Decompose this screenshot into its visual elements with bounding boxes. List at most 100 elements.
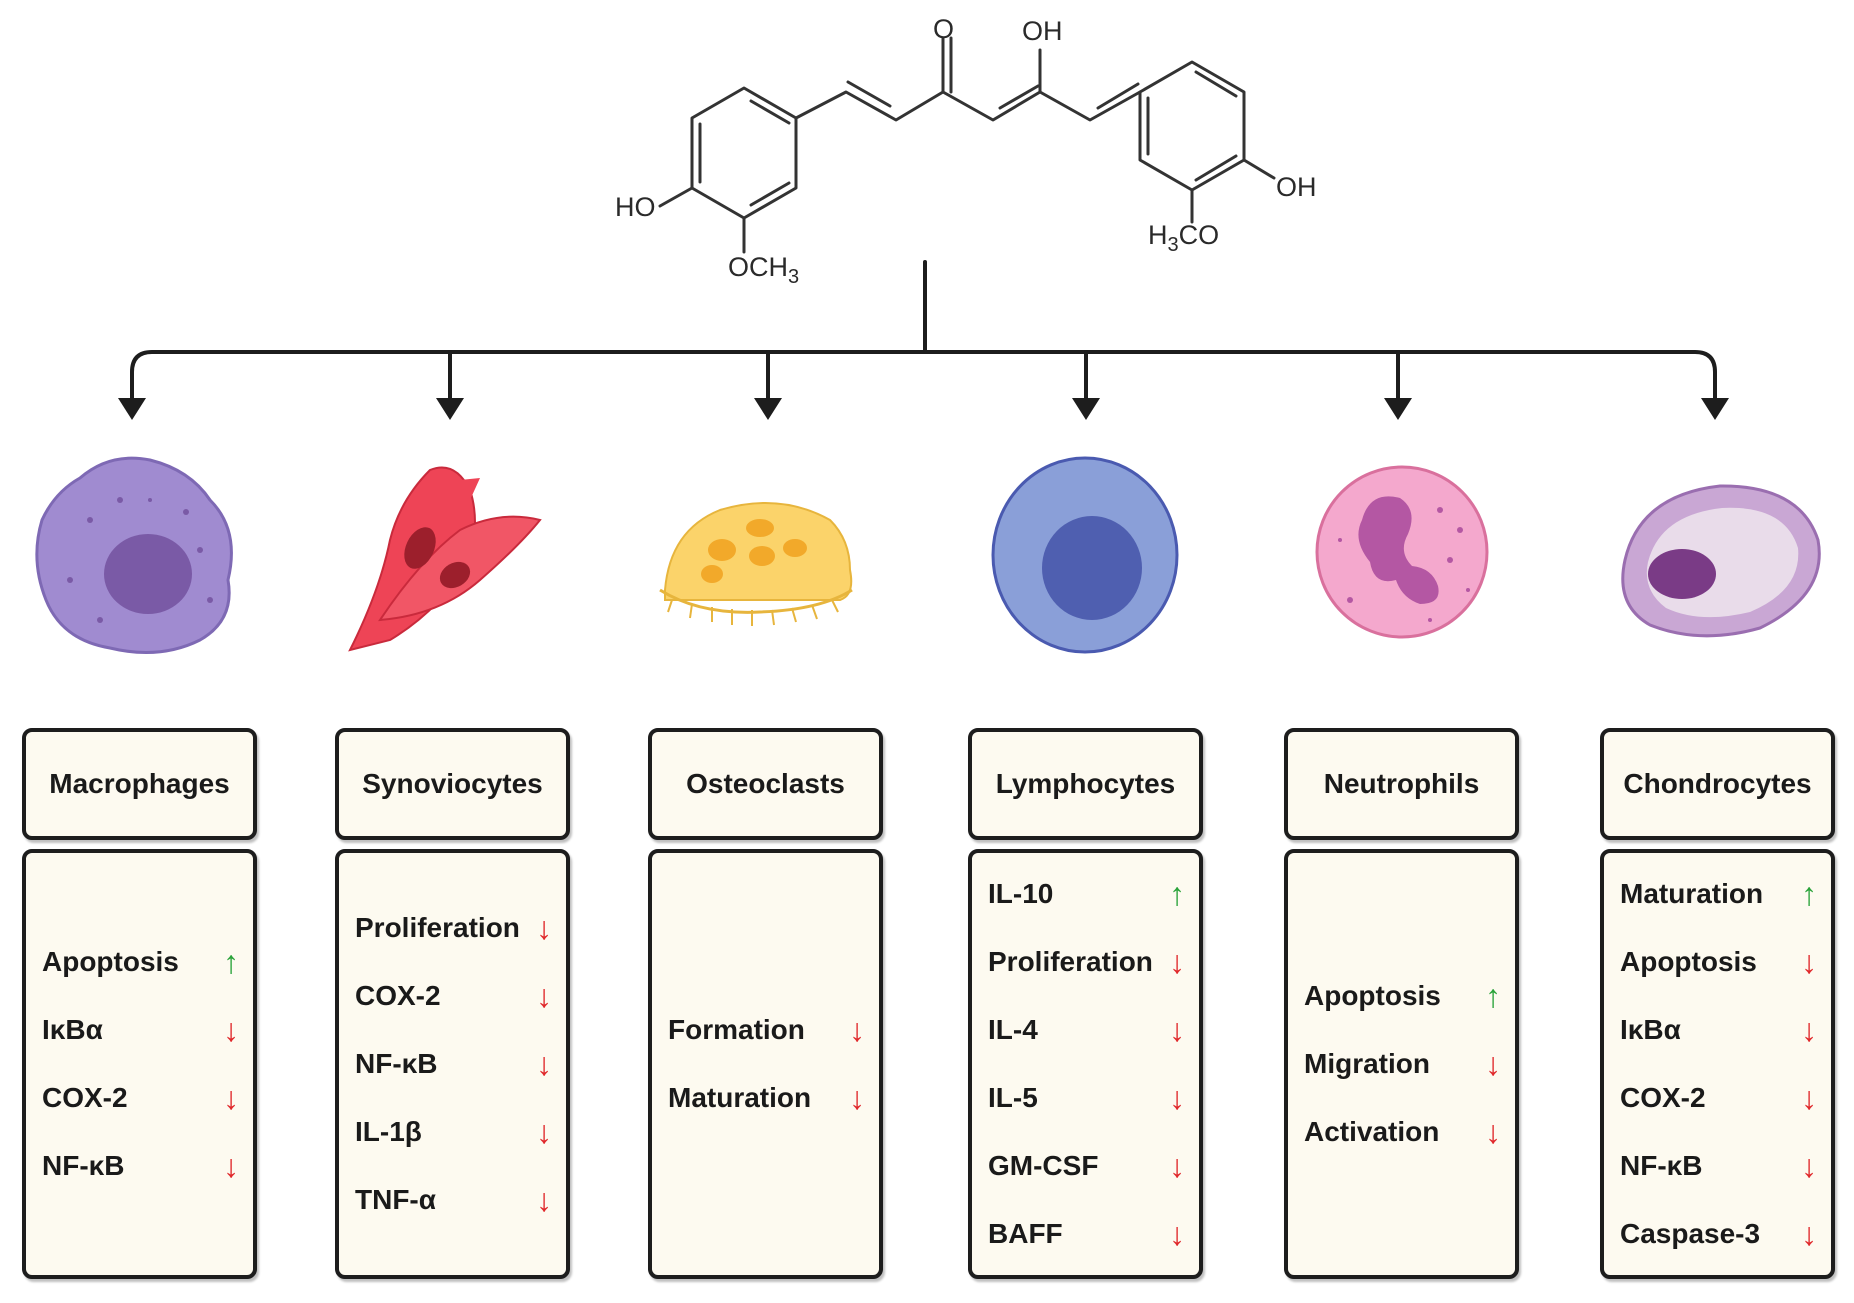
effect-label: Maturation — [668, 1082, 812, 1113]
cell-title-box: Chondrocytes — [1600, 728, 1835, 840]
branch-arrowheads — [118, 398, 1729, 420]
down-arrow-icon: ↓ — [1801, 1216, 1817, 1252]
effects-list: Apoptosis↑Migration↓Activation↓ — [1284, 849, 1519, 1279]
ketone-o-label: O — [933, 14, 954, 44]
down-arrow-icon: ↓ — [1169, 1148, 1185, 1184]
effect-label: Apoptosis — [1620, 946, 1757, 977]
effect-item: Maturation ↓ — [668, 1064, 865, 1132]
effects-list: Apoptosis↑IκBα↓COX-2↓NF-κB↓ — [22, 849, 257, 1279]
macrophage-cell-icon — [35, 456, 233, 654]
down-arrow-icon: ↓ — [1169, 1080, 1185, 1116]
down-arrow-icon: ↓ — [849, 1012, 865, 1048]
effect-item: Apoptosis ↓ — [1620, 928, 1817, 996]
effect-label: Apoptosis — [42, 946, 179, 977]
right-hydroxyl-label: OH — [1276, 172, 1317, 202]
effects-list: Formation ↓ Maturation ↓ — [648, 849, 883, 1279]
branch-connector — [130, 260, 1717, 402]
down-arrow-icon: ↓ — [223, 1080, 239, 1116]
chondrocyte-cell-icon — [1621, 484, 1821, 638]
effect-label: COX-2 — [355, 980, 441, 1011]
synoviocyte-cell-icon — [348, 466, 542, 652]
effect-item: Formation ↓ — [668, 996, 865, 1064]
effect-item: NF-κB↓ — [355, 1030, 552, 1098]
down-arrow-icon: ↓ — [849, 1080, 865, 1116]
effect-item: NF-κB↓ — [1620, 1132, 1817, 1200]
effect-item: Maturation ↑ — [1620, 860, 1817, 928]
curcumin-structure — [658, 36, 1276, 254]
neutrophil-cell-icon — [1315, 465, 1489, 639]
effect-item: IL-4 ↓ — [988, 996, 1185, 1064]
cell-title: Neutrophils — [1323, 768, 1480, 799]
lymphocyte-cell-icon — [991, 456, 1179, 654]
effect-label: Formation — [668, 1014, 805, 1045]
effect-item: COX-2 ↓ — [355, 962, 552, 1030]
effect-label: COX-2 — [1620, 1082, 1706, 1113]
effect-item: NF-κB ↓ — [42, 1132, 239, 1200]
effect-item: Apoptosis ↑ — [42, 928, 239, 996]
effect-label: IL-1β — [355, 1116, 422, 1147]
down-arrow-icon: ↓ — [1801, 944, 1817, 980]
effect-item: TNF-α ↓ — [355, 1166, 552, 1234]
effect-label: IL-10 — [988, 878, 1054, 909]
effect-label: NF-κB — [355, 1048, 438, 1079]
cell-title-box: Neutrophils — [1284, 728, 1519, 840]
arrowhead-osteoclasts — [754, 398, 782, 420]
effect-item: IL-1β↓ — [355, 1098, 552, 1166]
cell-title-box: Lymphocytes — [968, 728, 1203, 840]
effect-item: BAFF ↓ — [988, 1200, 1185, 1268]
osteoclast-cell-icon — [659, 501, 853, 626]
enol-oh-label: OH — [1022, 16, 1063, 46]
down-arrow-icon: ↓ — [1169, 1012, 1185, 1048]
down-arrow-icon: ↓ — [1169, 1216, 1185, 1252]
up-arrow-icon: ↑ — [223, 944, 239, 980]
down-arrow-icon: ↓ — [1801, 1012, 1817, 1048]
effect-item: COX-2 ↓ — [1620, 1064, 1817, 1132]
effect-label: NF-κB — [1620, 1150, 1703, 1181]
effect-item: GM-CSF ↓ — [988, 1132, 1185, 1200]
up-arrow-icon: ↑ — [1801, 876, 1817, 912]
effect-item: COX-2↓ — [42, 1064, 239, 1132]
effect-label: Activation — [1304, 1116, 1440, 1147]
effects-list: IL-10↑Proliferation↓IL-4↓IL-5↓GM-CSF↓BAF… — [968, 849, 1203, 1279]
effect-item: IκBα↓ — [1620, 996, 1817, 1064]
effect-label: GM-CSF — [988, 1150, 1099, 1181]
down-arrow-icon: ↓ — [1485, 1114, 1501, 1150]
up-arrow-icon: ↑ — [1485, 978, 1501, 1014]
cell-title-box: Osteoclasts — [648, 728, 883, 840]
effect-label: Maturation — [1620, 878, 1764, 909]
effect-label: Caspase-3 — [1620, 1218, 1761, 1249]
effect-label: IκBα — [42, 1014, 103, 1045]
effect-item: Proliferation↓ — [355, 894, 552, 962]
cell-title-box: Synoviocytes — [335, 728, 570, 840]
cell-title: Chondrocytes — [1623, 768, 1812, 799]
effect-label: Migration — [1304, 1048, 1430, 1079]
effect-label: BAFF — [988, 1218, 1063, 1249]
arrowhead-synoviocytes — [436, 398, 464, 420]
effect-item: Proliferation↓ — [988, 928, 1185, 996]
up-arrow-icon: ↑ — [1169, 876, 1185, 912]
down-arrow-icon: ↓ — [1801, 1080, 1817, 1116]
effect-item: Caspase-3 ↓ — [1620, 1200, 1817, 1268]
down-arrow-icon: ↓ — [536, 1182, 552, 1218]
effect-label: IL-4 — [988, 1014, 1038, 1045]
down-arrow-icon: ↓ — [536, 910, 552, 946]
effect-label: Apoptosis — [1304, 980, 1441, 1011]
down-arrow-icon: ↓ — [536, 978, 552, 1014]
effect-item: IκBα↓ — [42, 996, 239, 1064]
cell-title: Macrophages — [49, 768, 230, 799]
cell-title-box: Macrophages — [22, 728, 257, 840]
effect-label: NF-κB — [42, 1150, 125, 1181]
down-arrow-icon: ↓ — [223, 1148, 239, 1184]
effect-item: Apoptosis ↑ — [1304, 962, 1501, 1030]
effect-label: TNF-α — [355, 1184, 436, 1215]
arrowhead-neutrophils — [1384, 398, 1412, 420]
arrowhead-macrophages — [118, 398, 146, 420]
effect-item: IL-10 ↑ — [988, 860, 1185, 928]
cell-title: Osteoclasts — [686, 768, 845, 799]
